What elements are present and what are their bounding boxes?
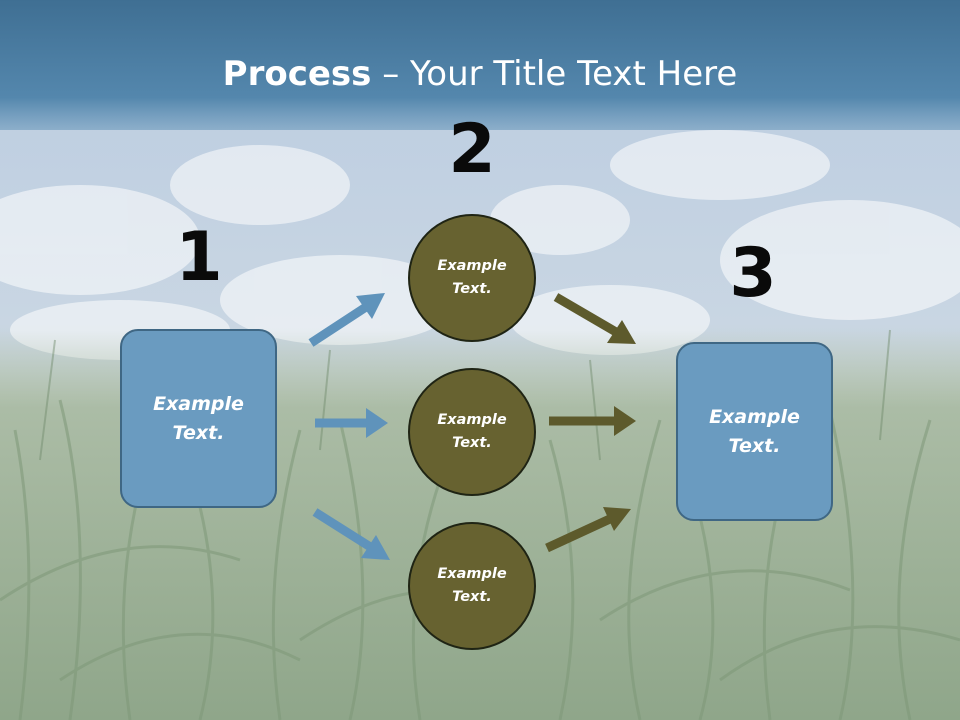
left-process-box[interactable]: Example Text. <box>120 329 277 508</box>
step-number-1: 1 <box>175 218 223 297</box>
title-bold-part: Process <box>222 54 372 94</box>
title-separator: – <box>371 54 411 94</box>
right-box-text: Example Text. <box>709 405 800 457</box>
left-box-text: Example Text. <box>153 392 244 444</box>
arrow-from-circle-top <box>553 293 636 344</box>
arrow-to-circle-bottom <box>312 508 390 560</box>
arrow-to-circle-middle <box>315 408 388 438</box>
circle-middle-text: Example Text. <box>437 412 507 451</box>
arrow-from-circle-bottom <box>545 507 631 553</box>
arrow-from-circle-middle <box>549 406 636 436</box>
circle-bottom[interactable]: Example Text. <box>408 522 536 650</box>
title-rest-part: Your Title Text Here <box>410 54 738 94</box>
circle-bottom-text: Example Text. <box>437 566 507 605</box>
step-number-2: 2 <box>448 110 496 189</box>
arrow-to-circle-top <box>308 293 385 347</box>
circle-middle[interactable]: Example Text. <box>408 368 536 496</box>
slide-title: Process – Your Title Text Here <box>0 52 960 96</box>
circle-top[interactable]: Example Text. <box>408 214 536 342</box>
circle-top-text: Example Text. <box>437 258 507 297</box>
right-process-box[interactable]: Example Text. <box>676 342 833 521</box>
step-number-3: 3 <box>729 234 777 313</box>
